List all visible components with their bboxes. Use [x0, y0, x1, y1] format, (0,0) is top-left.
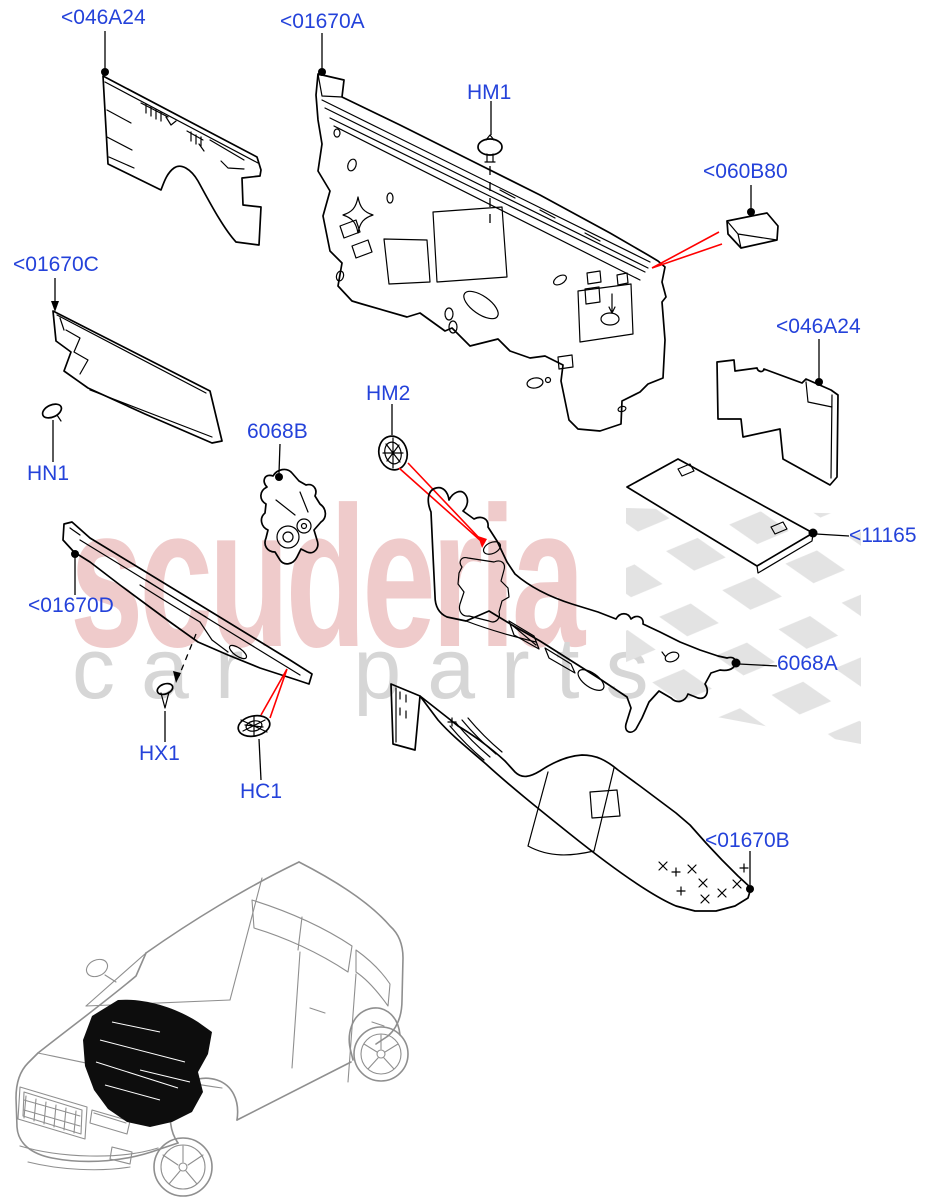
highlighted-firewall-area — [83, 999, 212, 1127]
vehicle-locator-illustration — [15, 861, 409, 1197]
fastener-screw-hx1 — [156, 633, 197, 709]
stitch-marks — [658, 861, 749, 904]
part-dash-panel — [315, 73, 667, 432]
part-label-11165[interactable]: <11165 — [849, 524, 917, 547]
part-insulator-cowl-side — [260, 468, 327, 565]
part-label-6068a[interactable]: 6068A — [777, 652, 838, 675]
part-label-01670c[interactable]: <01670C — [13, 253, 99, 276]
part-insulator-tunnel — [390, 683, 752, 912]
part-label-01670a[interactable]: <01670A — [280, 10, 365, 33]
part-insulator-side-left — [52, 310, 223, 444]
leader-lines — [51, 31, 850, 893]
part-insulator-dash-front-left — [102, 75, 262, 246]
part-label-hc1[interactable]: HC1 — [240, 780, 283, 803]
part-label-046a24-rear[interactable]: <046A24 — [776, 315, 861, 338]
part-label-046a24-front[interactable]: <046A24 — [61, 6, 146, 29]
pointer-lines-hc1 — [260, 668, 288, 719]
fastener-clip-hm2 — [377, 435, 409, 471]
part-insulator-dash-rear-right — [716, 359, 839, 486]
fastener-grommet-hc1 — [237, 714, 271, 738]
part-insulator-block — [726, 212, 779, 249]
pointer-lines-hm2 — [398, 462, 487, 548]
part-insulator-dash-main — [427, 486, 737, 734]
pointer-lines-060b80 — [651, 231, 723, 269]
part-label-hm2[interactable]: HM2 — [366, 382, 411, 405]
part-label-060b80[interactable]: <060B80 — [703, 160, 788, 183]
part-label-01670b[interactable]: <01670B — [705, 829, 790, 852]
part-label-hn1[interactable]: HN1 — [27, 462, 70, 485]
part-insulator-cowl-top — [62, 521, 313, 685]
part-label-hx1[interactable]: HX1 — [139, 742, 180, 765]
part-label-01670d[interactable]: <01670D — [28, 594, 114, 617]
fastener-nut-hn1 — [41, 403, 63, 422]
watermark-checkered-flag — [626, 508, 861, 744]
part-label-6068b[interactable]: 6068B — [247, 420, 308, 443]
fastener-clip-hm1 — [477, 134, 503, 224]
part-label-hm1[interactable]: HM1 — [467, 81, 512, 104]
